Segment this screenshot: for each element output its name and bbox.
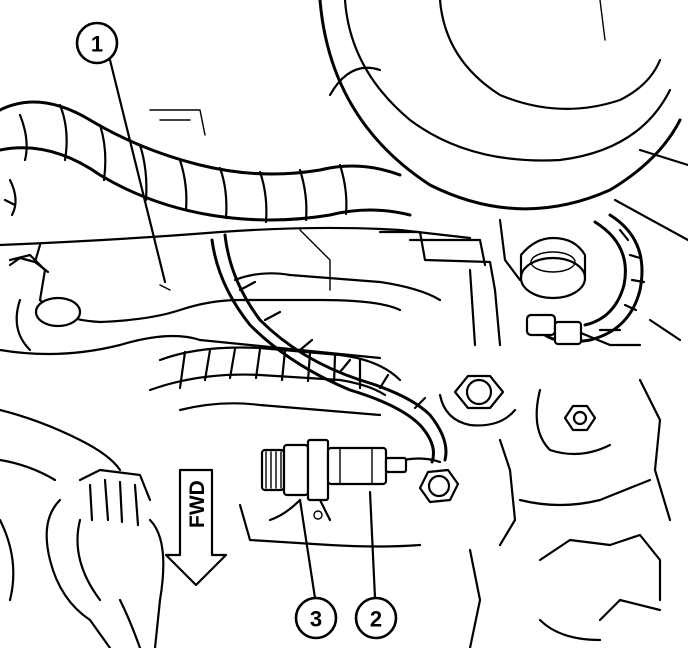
callout-1: 1 [75,21,119,65]
right-hex-nut [535,388,612,456]
center-hex-bolt [438,374,517,427]
center-housing [233,218,522,347]
callout-3-label: 3 [310,607,322,632]
lower-body-contours [178,318,682,648]
callout-3: 3 [294,596,338,640]
sensor-assembly [238,438,422,548]
callout-2-label: 2 [370,607,382,632]
right-wiring [525,213,646,347]
left-cylinder [8,243,82,352]
callout-1-label: 1 [91,32,103,57]
right-round-post [519,236,587,300]
callout-2: 2 [354,596,398,640]
upper-wiring-harness [0,100,412,224]
callout-leaders [108,58,377,600]
lower-bolt [418,468,460,504]
forward-direction-arrow: FWD [164,468,228,587]
ribbed-bracket [148,346,402,397]
lower-left-fittings [0,468,165,648]
sensor-wire [210,233,448,464]
fwd-label: FWD [186,480,209,528]
top-round-housing [318,0,688,242]
